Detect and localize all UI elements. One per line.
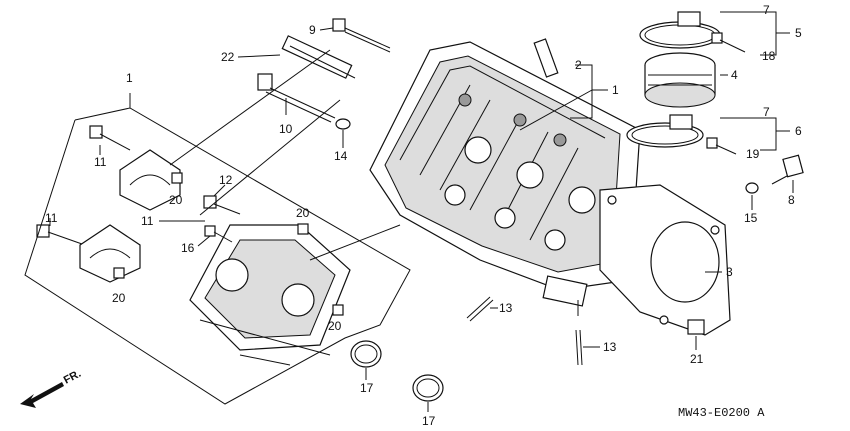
callout-22: 22 <box>221 50 235 64</box>
callout-19: 19 <box>746 147 760 161</box>
callout-7-top: 7 <box>763 3 770 17</box>
callout-15: 15 <box>744 211 758 225</box>
callout-11-a: 11 <box>94 155 107 169</box>
bolt-19 <box>706 137 737 155</box>
sensor-8 <box>771 154 804 185</box>
dowel-pin-2 <box>533 38 559 78</box>
cylinder-head <box>369 41 641 307</box>
callout-12: 12 <box>219 173 233 187</box>
callout-11-c: 11 <box>45 211 58 225</box>
callout-3: 3 <box>726 265 733 279</box>
callout-10: 10 <box>279 122 293 136</box>
dowel-21 <box>687 319 705 335</box>
callout-7-mid: 7 <box>763 105 770 119</box>
bolt-10 <box>257 73 336 123</box>
cam-holder-upper <box>119 149 181 211</box>
callout-21: 21 <box>690 352 704 366</box>
callout-20-c: 20 <box>296 206 310 220</box>
head-gasket <box>599 184 731 336</box>
callout-9: 9 <box>309 23 316 37</box>
bolt-12 <box>203 195 241 215</box>
bolt-11b <box>36 224 83 245</box>
cam-holder-lower <box>79 224 141 283</box>
callout-13-a: 13 <box>499 301 513 315</box>
o-ring-17a <box>350 340 382 368</box>
callout-20-a: 20 <box>169 193 183 207</box>
callout-16: 16 <box>181 241 195 255</box>
bolt-18 <box>711 32 746 53</box>
diagram-code: MW43-E0200 A <box>678 406 765 420</box>
spark-plug <box>281 35 356 79</box>
callout-4: 4 <box>731 68 738 82</box>
callout-11-b: 11 <box>141 214 154 228</box>
callout-18: 18 <box>762 49 776 63</box>
washer-14 <box>335 118 351 130</box>
band-clamp-lower <box>626 114 704 148</box>
o-ring-17b <box>412 374 444 402</box>
dowel-20b <box>113 267 125 279</box>
bolt-9 <box>332 18 391 53</box>
band-clamp-upper <box>639 11 721 49</box>
front-marker-label: FR. <box>62 368 83 387</box>
dowel-20a <box>171 172 183 184</box>
callout-14: 14 <box>334 149 348 163</box>
dowel-20c <box>297 223 309 235</box>
stud-13a <box>466 296 494 322</box>
camshaft-carrier <box>189 224 351 366</box>
callout-20-d: 20 <box>328 319 342 333</box>
callout-2: 2 <box>575 58 582 72</box>
callout-17-b: 17 <box>422 414 436 428</box>
callout-1-right: 1 <box>612 83 619 97</box>
callout-20-b: 20 <box>112 291 126 305</box>
assembly-reference-box <box>24 49 411 405</box>
callout-13-b: 13 <box>603 340 617 354</box>
leader-lines <box>49 11 794 412</box>
stud-13b <box>575 329 583 366</box>
intake-insulator <box>644 52 716 108</box>
callout-6: 6 <box>795 124 802 138</box>
bolt-11a <box>89 125 131 151</box>
callout-1-left: 1 <box>126 71 133 85</box>
callout-5: 5 <box>795 26 802 40</box>
washer-15 <box>745 182 759 194</box>
dowel-20d <box>332 304 344 316</box>
callout-17-a: 17 <box>360 381 374 395</box>
front-direction-arrow-icon <box>20 382 64 408</box>
callout-8: 8 <box>788 193 795 207</box>
